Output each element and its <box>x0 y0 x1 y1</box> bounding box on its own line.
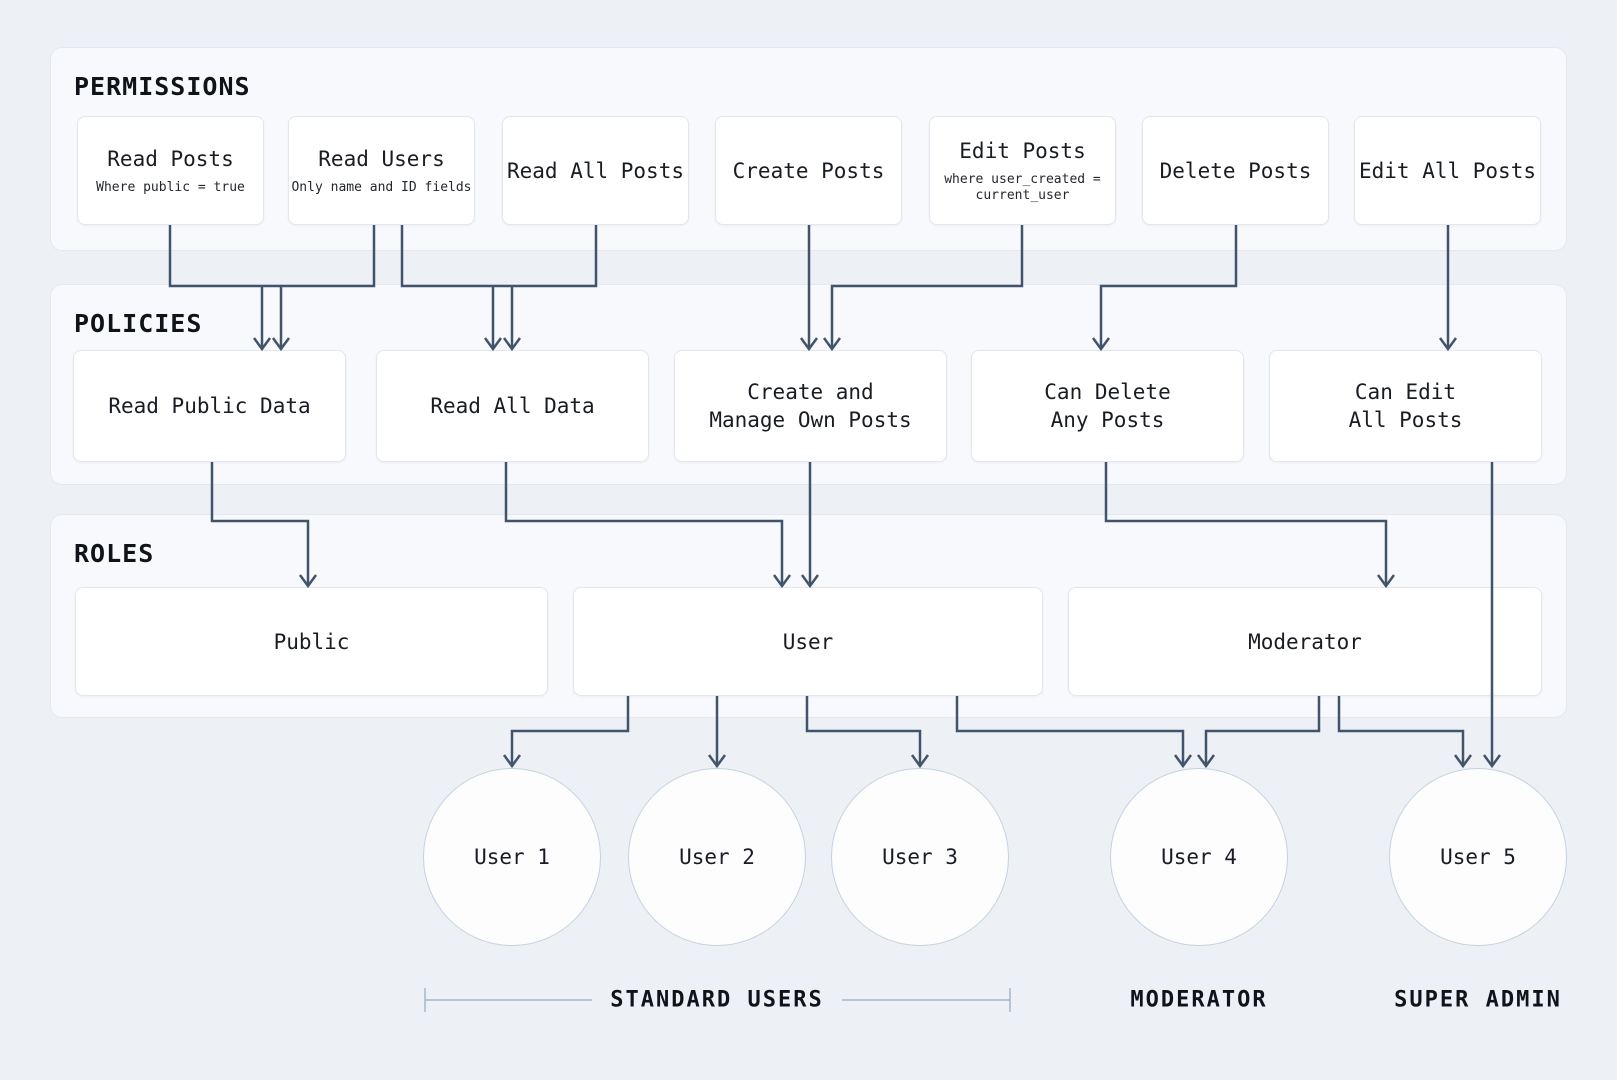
permission-label: Read Posts <box>107 147 234 171</box>
policies-section-title: POLICIES <box>74 309 203 338</box>
user-label: User 1 <box>474 845 550 869</box>
role-box-public: Public <box>75 587 548 696</box>
permission-label: Edit Posts <box>959 139 1086 163</box>
user-label: User 3 <box>882 845 958 869</box>
roles-section-title: ROLES <box>74 539 155 568</box>
role-label: User <box>782 629 834 654</box>
user-circle-1: User 1 <box>423 768 601 946</box>
user-label: User 5 <box>1440 845 1516 869</box>
permission-box-read-posts: Read Posts Where public = true <box>77 116 264 225</box>
permission-label: Read All Posts <box>506 158 684 183</box>
permission-box-edit-all-posts: Edit All Posts <box>1354 116 1541 225</box>
policy-box-can-edit-all-posts: Can Edit All Posts <box>1269 350 1542 462</box>
policy-label: Read All Data <box>430 394 595 418</box>
role-box-moderator: Moderator <box>1068 587 1542 696</box>
permission-box-create-posts: Create Posts <box>715 116 902 225</box>
permission-label: Edit All Posts <box>1358 158 1536 183</box>
policy-box-create-manage-own-posts: Create and Manage Own Posts <box>674 350 947 462</box>
permission-box-delete-posts: Delete Posts <box>1142 116 1329 225</box>
permission-label: Delete Posts <box>1159 158 1312 183</box>
user-circle-2: User 2 <box>628 768 806 946</box>
policy-label: Read Public Data <box>108 394 311 418</box>
permission-condition: where user_created = current_user <box>944 172 1101 203</box>
user-circle-5: User 5 <box>1389 768 1567 946</box>
policy-label: Create and Manage Own Posts <box>709 380 912 432</box>
user-label: User 4 <box>1161 845 1237 869</box>
permission-condition: Where public = true <box>96 180 245 195</box>
user-circle-3: User 3 <box>831 768 1009 946</box>
role-label: Moderator <box>1248 629 1362 654</box>
permissions-section-title: PERMISSIONS <box>74 72 251 101</box>
user-circle-4: User 4 <box>1110 768 1288 946</box>
policy-box-can-delete-any-posts: Can Delete Any Posts <box>971 350 1244 462</box>
permission-condition: Only name and ID fields <box>291 180 472 195</box>
policy-box-read-public-data: Read Public Data <box>73 350 346 462</box>
permission-box-edit-posts: Edit Posts where user_created = current_… <box>929 116 1116 225</box>
policy-label: Can Delete Any Posts <box>1044 380 1171 432</box>
permission-label: Read Users <box>318 147 445 171</box>
permission-box-read-users: Read Users Only name and ID fields <box>288 116 475 225</box>
group-label-moderator: MODERATOR <box>1130 987 1268 1013</box>
permission-label: Create Posts <box>732 158 885 183</box>
user-label: User 2 <box>679 845 755 869</box>
role-box-user: User <box>573 587 1043 696</box>
group-label-standard-users: STANDARD USERS <box>610 987 824 1013</box>
group-label-super-admin: SUPER ADMIN <box>1394 987 1562 1013</box>
role-label: Public <box>273 629 350 654</box>
policy-label: Can Edit All Posts <box>1348 380 1463 432</box>
permission-box-read-all-posts: Read All Posts <box>502 116 689 225</box>
policy-box-read-all-data: Read All Data <box>376 350 649 462</box>
